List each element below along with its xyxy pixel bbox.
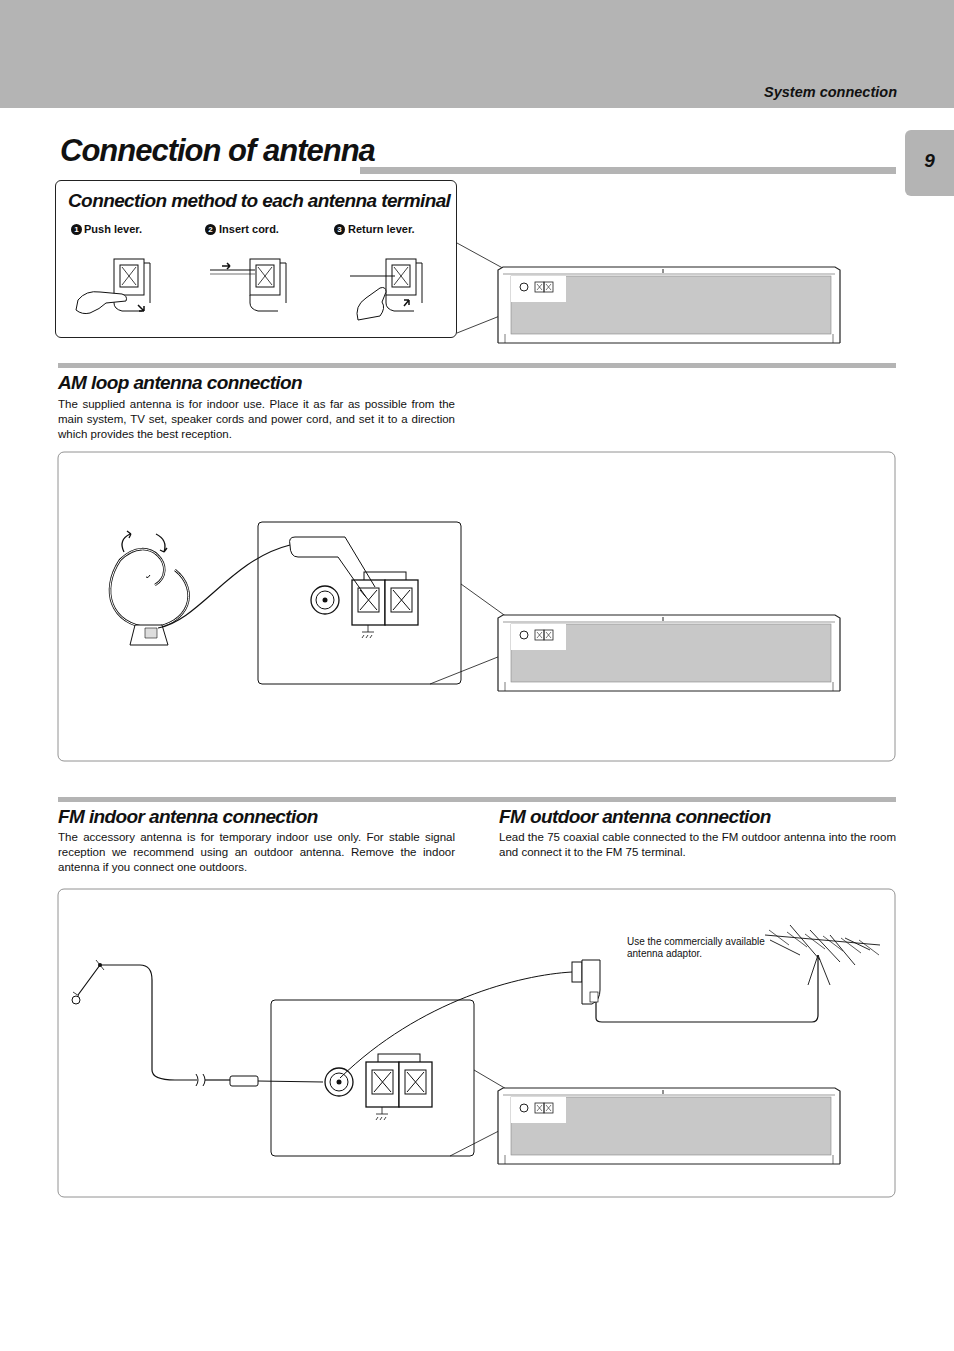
step-text: Return lever. (348, 223, 458, 235)
section-heading: FM outdoor antenna connection (499, 806, 895, 828)
step-number: 2 (205, 224, 216, 235)
am-section: AM loop antenna connectionThe supplied a… (58, 368, 895, 761)
header-text: System connection (0, 84, 897, 100)
step-number: 1 (71, 224, 82, 235)
section-heading: FM indoor antenna connection (58, 806, 458, 828)
step-number: 3 (334, 224, 345, 235)
page-tab: 9 (905, 130, 954, 196)
section-heading: AM loop antenna connection (58, 372, 458, 394)
note-text: Use the commercially available antenna a… (627, 936, 767, 960)
header-band: System connection (0, 0, 954, 108)
method-box: Connection method to each antenna termin… (55, 180, 457, 338)
page-number: 9 (905, 150, 954, 172)
page-title: Connection of antenna (60, 133, 375, 169)
step-text: Push lever. (84, 223, 194, 235)
section-body: The supplied antenna is for indoor use. … (58, 397, 455, 442)
fm-section: FM indoor antenna connectionThe accessor… (58, 802, 895, 1197)
section-body: Lead the 75 coaxial cable connected to t… (499, 830, 896, 860)
box-heading: Connection method to each antenna termin… (68, 190, 453, 212)
section-body: The accessory antenna is for temporary i… (58, 830, 455, 875)
step-text: Insert cord. (219, 223, 329, 235)
